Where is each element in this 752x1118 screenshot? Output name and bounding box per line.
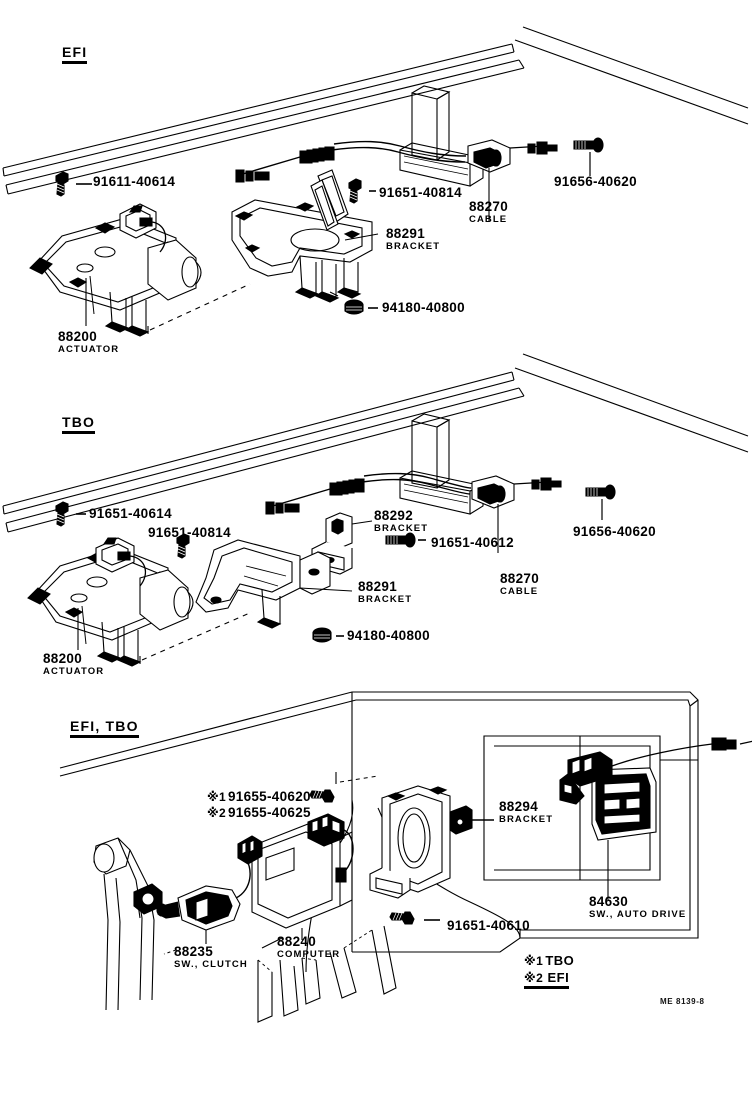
label-88240-computer: 88240 COMPUTER bbox=[277, 934, 341, 961]
asterisk-mark-1-icon: ※1 bbox=[207, 790, 226, 804]
legend-item-efi: ※2 EFI bbox=[524, 969, 570, 989]
label-91655-40625: ※2 91655-40625 bbox=[207, 805, 311, 820]
legend-item-tbo-label: TBO bbox=[545, 953, 575, 968]
legend-item-tbo: ※1 TBO bbox=[524, 952, 574, 969]
label-94180-40800-tbo: 94180-40800 bbox=[347, 628, 430, 643]
label-88291-bracket-efi: 88291 BRACKET bbox=[386, 226, 441, 253]
legend-item-efi-label: EFI bbox=[547, 970, 570, 985]
diagram-stamp-code: ME 8139-8 bbox=[660, 997, 705, 1006]
label-88294-bracket: 88294 BRACKET bbox=[499, 799, 554, 826]
label-88200-actuator-tbo: 88200 ACTUATOR bbox=[43, 651, 105, 678]
panel-title-efi-tbo: EFI, TBO bbox=[70, 718, 139, 738]
asterisk-mark-1-icon: ※1 bbox=[524, 953, 544, 968]
panel-title-efi: EFI bbox=[62, 44, 88, 64]
label-88270-cable-tbo: 88270 CABLE bbox=[500, 571, 540, 598]
label-91651-40814-tbo: 91651-40814 bbox=[148, 525, 231, 540]
asterisk-mark-2-icon: ※2 bbox=[207, 806, 226, 820]
label-91655-40620: ※1 91655-40620 bbox=[207, 789, 311, 804]
asterisk-mark-2-icon: ※2 bbox=[524, 971, 544, 985]
panel-title-tbo: TBO bbox=[62, 414, 96, 434]
label-88291-bracket-tbo: 88291 BRACKET bbox=[358, 579, 413, 606]
label-88292-bracket: 88292 BRACKET bbox=[374, 508, 429, 535]
label-88270-cable-efi: 88270 CABLE bbox=[469, 199, 509, 226]
label-91651-40614-tbo: 91651-40614 bbox=[89, 506, 172, 521]
label-91651-40612: 91651-40612 bbox=[431, 535, 514, 550]
legend-note-block: ※1 TBO ※2 EFI bbox=[524, 952, 574, 989]
label-91656-40620-tbo: 91656-40620 bbox=[573, 524, 656, 539]
label-91651-40814-efi: 91651-40814 bbox=[379, 185, 462, 200]
label-88235-sw-clutch: 88235 SW., CLUTCH bbox=[174, 944, 248, 971]
label-88200-actuator-efi: 88200 ACTUATOR bbox=[58, 329, 120, 356]
label-84630-sw-auto-drive: 84630 SW., AUTO DRIVE bbox=[589, 894, 687, 921]
label-91651-40610: 91651-40610 bbox=[447, 918, 530, 933]
label-91611-40614: 91611-40614 bbox=[93, 174, 176, 189]
label-91656-40620-efi: 91656-40620 bbox=[554, 174, 637, 189]
label-94180-40800-efi: 94180-40800 bbox=[382, 300, 465, 315]
